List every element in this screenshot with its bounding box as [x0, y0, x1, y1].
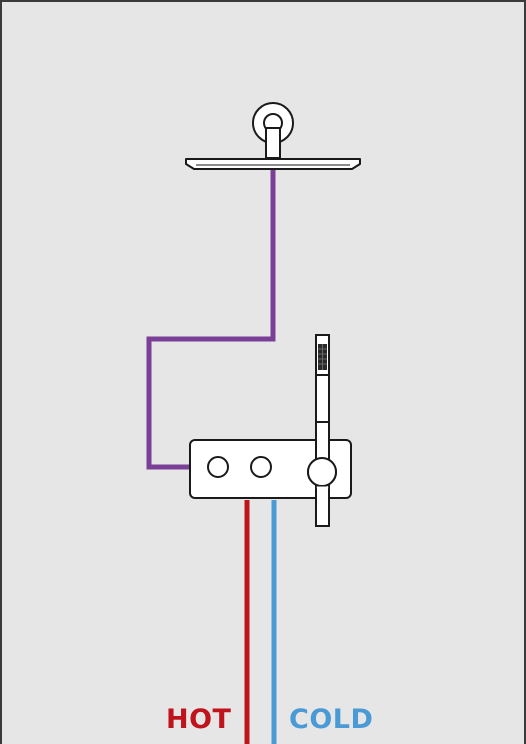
shower-head — [185, 102, 361, 170]
hot-label: HOT — [166, 704, 232, 735]
diverter-knob-left — [207, 456, 229, 478]
cold-label: COLD — [289, 704, 374, 735]
mixer-valve — [189, 439, 352, 499]
mixed-water-pipe — [146, 170, 276, 470]
rain-shower-plate — [185, 158, 361, 170]
hand-shower-handle — [307, 421, 337, 527]
diverter-knob-right — [250, 456, 272, 478]
